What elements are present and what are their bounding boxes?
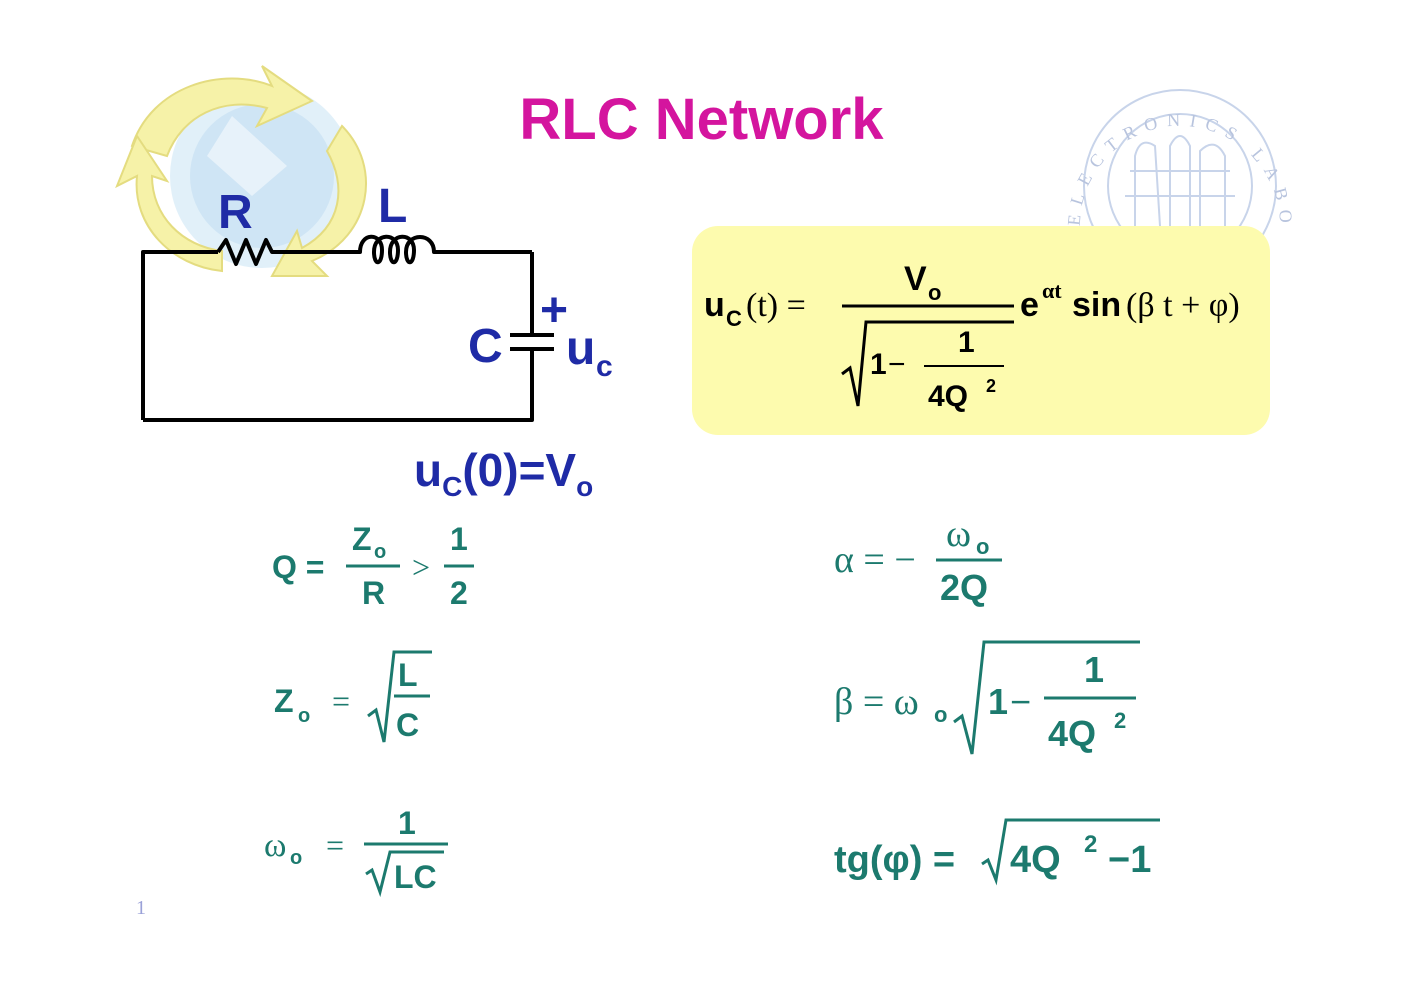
phase-formula: tg(φ) = 4Q 2 −1: [834, 818, 1160, 886]
svg-text:>: >: [412, 549, 430, 585]
svg-text:(β t + φ): (β t + φ): [1126, 287, 1240, 324]
svg-text:V: V: [904, 260, 927, 298]
resonant-frequency-formula: ω o = 1 LC: [264, 805, 448, 898]
inductor-symbol: [302, 234, 532, 265]
svg-text:ω: ω: [264, 827, 286, 864]
q-factor-formula: Q = Z o R > 1 2: [272, 521, 474, 611]
highlighted-formula-box: [692, 226, 1270, 435]
wire-left: [141, 250, 218, 420]
svg-text:4Q: 4Q: [1048, 713, 1096, 754]
svg-text:(t) =: (t) =: [746, 287, 806, 324]
polarity-sign: +: [540, 284, 568, 337]
svg-text:tg(φ) =: tg(φ) =: [834, 839, 955, 881]
svg-text:LC: LC: [394, 859, 437, 895]
svg-text:1: 1: [1084, 649, 1104, 690]
svg-text:Z: Z: [352, 521, 372, 557]
svg-text:o: o: [976, 534, 989, 559]
svg-text:o: o: [290, 847, 302, 869]
svg-text:−1: −1: [1108, 839, 1151, 881]
inductor-label: L: [378, 180, 407, 233]
voltage-label: u: [566, 322, 595, 375]
rlc-circuit-diagram: R L C + u c uC(0)=Vo: [141, 180, 613, 502]
svg-text:−: −: [1010, 681, 1031, 722]
svg-text:2: 2: [1114, 708, 1126, 733]
svg-text:β = ω: β = ω: [834, 681, 919, 723]
svg-text:−: −: [888, 348, 906, 381]
voltage-subscript: c: [596, 350, 613, 383]
svg-text:R: R: [362, 575, 385, 611]
svg-text:2: 2: [986, 376, 996, 396]
svg-text:2: 2: [1084, 831, 1097, 858]
svg-text:αt: αt: [1042, 278, 1062, 303]
svg-text:sin: sin: [1072, 286, 1121, 324]
svg-text:α = −: α = −: [834, 539, 916, 581]
svg-text:ω: ω: [946, 513, 971, 555]
svg-text:1: 1: [988, 681, 1008, 722]
svg-text:e: e: [1020, 286, 1039, 324]
capacitor-voltage-formula: u C (t) = V o 1 − 1 4Q 2 e αt sin (β t +…: [704, 260, 1240, 413]
svg-text:2Q: 2Q: [940, 567, 988, 608]
page-number: 1: [136, 897, 146, 919]
svg-text:Z: Z: [274, 683, 294, 719]
svg-text:=: =: [326, 827, 344, 863]
svg-text:1: 1: [450, 521, 468, 557]
svg-text:L: L: [398, 657, 418, 693]
svg-text:o: o: [374, 541, 386, 563]
svg-text:1: 1: [398, 805, 416, 841]
page-title: RLC Network: [519, 87, 884, 152]
svg-text:Q =: Q =: [272, 549, 324, 585]
svg-text:o: o: [298, 705, 310, 727]
svg-text:1: 1: [958, 326, 975, 359]
svg-text:2: 2: [450, 575, 468, 611]
svg-text:1: 1: [870, 348, 887, 381]
svg-text:o: o: [934, 702, 947, 727]
characteristic-impedance-formula: Z o = L C: [274, 650, 432, 743]
svg-text:=: =: [332, 683, 350, 719]
alpha-formula: α = − ω o 2Q: [834, 513, 1002, 608]
svg-text:C: C: [726, 306, 742, 331]
svg-text:4Q: 4Q: [928, 380, 968, 413]
resistor-label: R: [218, 186, 253, 239]
svg-text:4Q: 4Q: [1010, 839, 1061, 881]
university-seal-icon: ELECTRONICS LABORA: [1040, 46, 1287, 246]
resistor-symbol: [216, 238, 302, 266]
beta-formula: β = ω o 1 − 1 4Q 2: [834, 640, 1140, 755]
svg-text:o: o: [928, 280, 941, 305]
svg-text:u: u: [704, 286, 725, 324]
globe-arrows-icon: [115, 65, 367, 277]
svg-text:C: C: [396, 707, 419, 743]
initial-condition: uC(0)=Vo: [414, 444, 593, 502]
capacitor-label: C: [468, 320, 503, 373]
